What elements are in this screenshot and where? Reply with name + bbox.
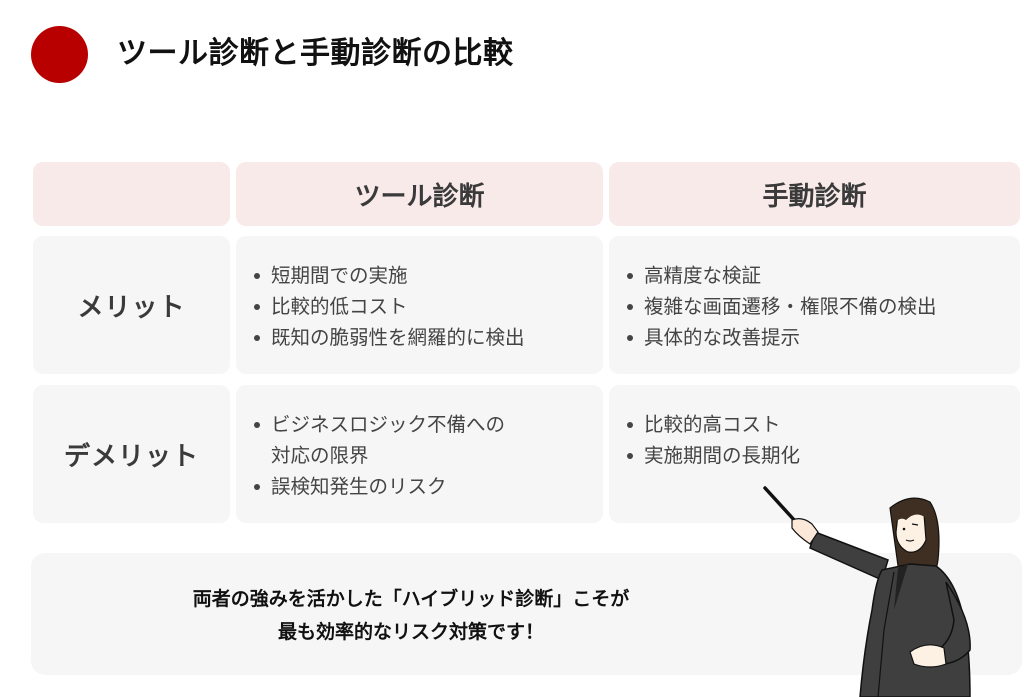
list-item: 比較的高コスト (627, 409, 1020, 440)
column-title-tool: ツール診断 (354, 181, 485, 212)
merit-manual-list: 高精度な検証 複雑な画面遷移・権限不備の検出 具体的な改善提示 (609, 236, 1020, 353)
page-title: ツール診断と手動診断の比較 (117, 36, 514, 71)
list-item: 既知の脆弱性を網羅的に検出 (254, 322, 603, 353)
summary-box: 両者の強みを活かした「ハイブリッド診断」こそが 最も効率的なリスク対策です！ (31, 553, 1022, 675)
demerit-manual-list: 比較的高コスト 実施期間の長期化 (609, 385, 1020, 471)
table-header-manual: 手動診断 (609, 162, 1020, 226)
row-title-demerit: デメリット (63, 441, 199, 472)
demerit-tool-cell: ビジネスロジック不備への 対応の限界 誤検知発生のリスク (236, 385, 603, 523)
demerit-tool-list: ビジネスロジック不備への 対応の限界 誤検知発生のリスク (236, 385, 603, 502)
merit-tool-list: 短期間での実施 比較的低コスト 既知の脆弱性を網羅的に検出 (236, 236, 603, 353)
summary-line-2: 最も効率的なリスク対策です！ (277, 621, 544, 643)
list-item: 短期間での実施 (254, 260, 603, 291)
demerit-manual-cell: 比較的高コスト 実施期間の長期化 (609, 385, 1020, 523)
column-title-manual: 手動診断 (762, 181, 867, 212)
table-header-tool: ツール診断 (236, 162, 603, 226)
list-item: 高精度な検証 (627, 260, 1020, 291)
list-item: 複雑な画面遷移・権限不備の検出 (627, 291, 1020, 322)
row-label-demerit: デメリット (33, 385, 230, 523)
list-item: 誤検知発生のリスク (254, 471, 603, 502)
merit-manual-cell: 高精度な検証 複雑な画面遷移・権限不備の検出 具体的な改善提示 (609, 236, 1020, 374)
row-label-merit: メリット (33, 236, 230, 374)
table-header-empty (33, 162, 230, 226)
summary-line-1: 両者の強みを活かした「ハイブリッド診断」こそが (192, 588, 630, 610)
list-item: ビジネスロジック不備への 対応の限界 (254, 409, 603, 471)
list-item: 具体的な改善提示 (627, 322, 1020, 353)
list-item: 比較的低コスト (254, 291, 603, 322)
summary-text: 両者の強みを活かした「ハイブリッド診断」こそが 最も効率的なリスク対策です！ (31, 583, 791, 649)
merit-tool-cell: 短期間での実施 比較的低コスト 既知の脆弱性を網羅的に検出 (236, 236, 603, 374)
row-title-merit: メリット (77, 292, 186, 323)
list-item: 実施期間の長期化 (627, 440, 1020, 471)
presenter-woman-pointer-icon (763, 486, 971, 697)
title-bullet-icon (31, 26, 88, 83)
